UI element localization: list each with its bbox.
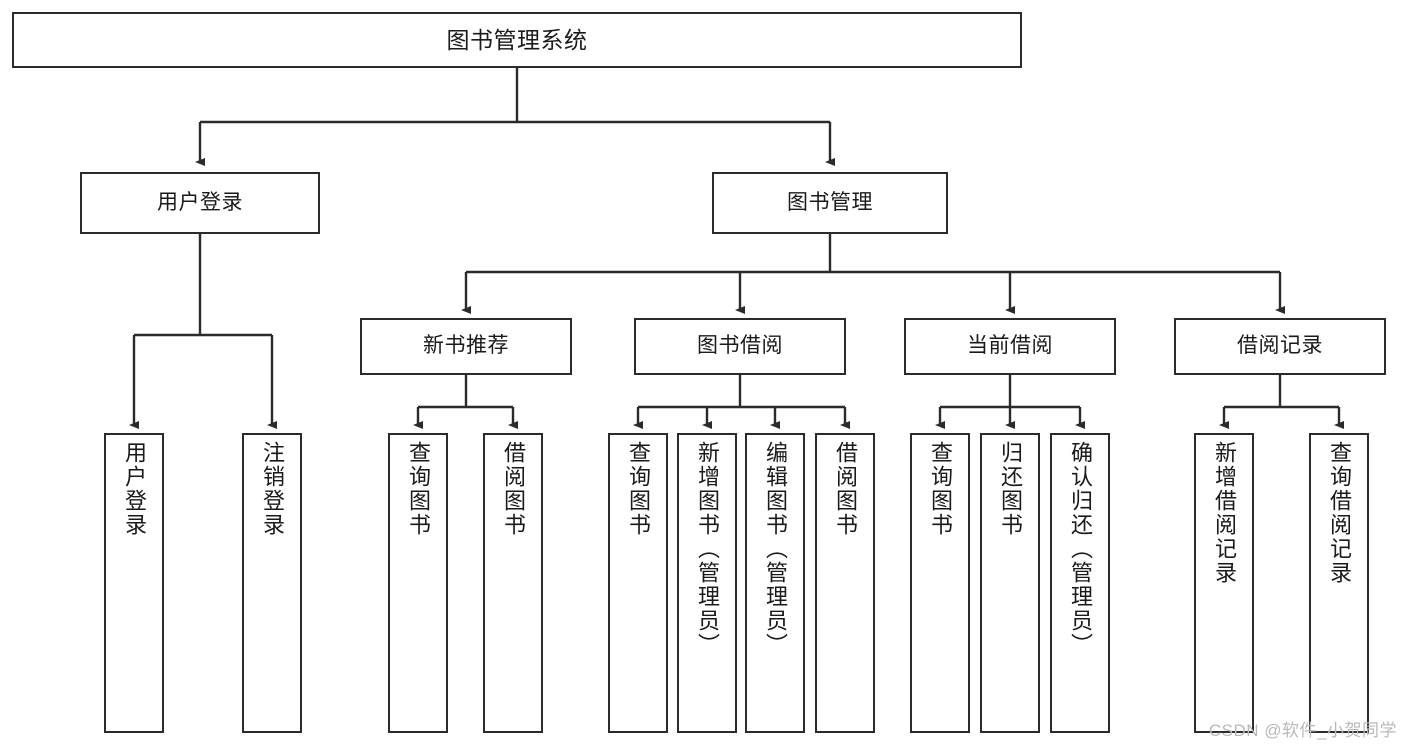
node-label: 用户登录 xyxy=(122,441,147,537)
node-leaf-user-login[interactable]: 用户登录 xyxy=(104,433,164,733)
node-label: 编辑图书（管理员） xyxy=(763,441,788,657)
node-leaf-logout-login[interactable]: 注销登录 xyxy=(242,433,302,733)
node-label: 图书管理系统 xyxy=(446,26,588,53)
node-leaf-query-book-recommend[interactable]: 查询图书 xyxy=(388,433,448,733)
node-book-management[interactable]: 图书管理 xyxy=(712,172,948,234)
node-label: 图书借阅 xyxy=(697,334,783,358)
node-leaf-borrow-book[interactable]: 借阅图书 xyxy=(815,433,875,733)
node-label: 查询图书 xyxy=(626,441,651,537)
node-new-book-recommend[interactable]: 新书推荐 xyxy=(360,318,572,375)
node-label: 查询图书 xyxy=(928,441,953,537)
node-label: 借阅图书 xyxy=(501,441,526,537)
node-user-login[interactable]: 用户登录 xyxy=(80,172,320,234)
node-label: 查询图书 xyxy=(406,441,431,537)
node-leaf-borrow-book-recommend[interactable]: 借阅图书 xyxy=(483,433,543,733)
node-leaf-add-book-admin[interactable]: 新增图书（管理员） xyxy=(677,433,737,733)
node-label: 图书管理 xyxy=(787,190,873,214)
node-leaf-return-book[interactable]: 归还图书 xyxy=(980,433,1040,733)
node-leaf-edit-book-admin[interactable]: 编辑图书（管理员） xyxy=(745,433,805,733)
node-label: 确认归还（管理员） xyxy=(1068,441,1093,657)
node-book-borrow[interactable]: 图书借阅 xyxy=(634,318,846,375)
node-label: 新书推荐 xyxy=(423,334,509,358)
node-label: 查询借阅记录 xyxy=(1327,441,1352,585)
node-label: 归还图书 xyxy=(998,441,1023,537)
node-leaf-add-borrow-record[interactable]: 新增借阅记录 xyxy=(1194,433,1254,733)
node-current-borrow[interactable]: 当前借阅 xyxy=(904,318,1116,375)
node-leaf-query-borrow-record[interactable]: 查询借阅记录 xyxy=(1309,433,1369,733)
node-leaf-confirm-return-admin[interactable]: 确认归还（管理员） xyxy=(1050,433,1110,733)
node-label: 新增图书（管理员） xyxy=(695,441,720,657)
watermark-text: CSDN @软件_小贺同学 xyxy=(1208,721,1397,740)
node-borrow-record[interactable]: 借阅记录 xyxy=(1174,318,1386,375)
node-leaf-query-book-current[interactable]: 查询图书 xyxy=(910,433,970,733)
node-label: 新增借阅记录 xyxy=(1212,441,1237,585)
node-label: 当前借阅 xyxy=(967,334,1053,358)
node-label: 用户登录 xyxy=(157,190,243,214)
node-leaf-query-book-borrow[interactable]: 查询图书 xyxy=(608,433,668,733)
node-label: 注销登录 xyxy=(260,441,285,537)
node-label: 借阅记录 xyxy=(1237,334,1323,358)
node-label: 借阅图书 xyxy=(833,441,858,537)
node-root-book-management-system[interactable]: 图书管理系统 xyxy=(12,12,1022,68)
